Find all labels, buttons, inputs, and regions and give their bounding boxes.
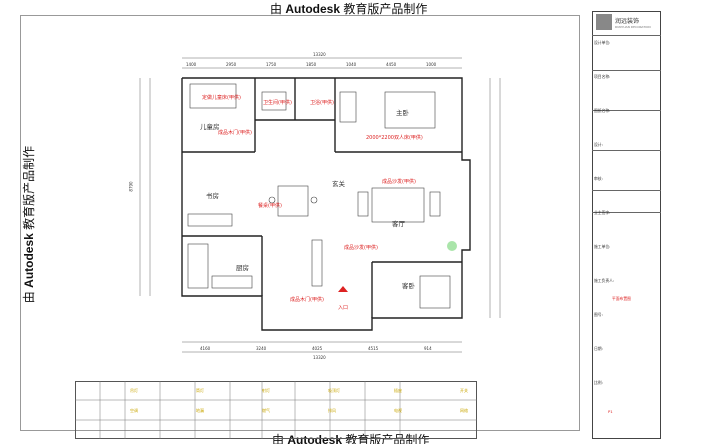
room-label: 主卧	[396, 109, 409, 117]
room-label: 成品木门(甲供)	[218, 130, 252, 136]
dim-overall-width-bottom: 13320	[313, 355, 326, 360]
room-label: 成品木门(甲供)	[290, 297, 324, 303]
room-label: 玄关	[332, 180, 345, 188]
legend-label: 吸顶灯	[328, 388, 340, 393]
dim-top-value: 1750	[266, 62, 277, 67]
room-label: 成品沙发(甲供)	[344, 245, 378, 251]
room-label: 书房	[206, 192, 219, 200]
legend-label: 燃气	[262, 408, 270, 413]
dim-top-value: 1850	[306, 62, 317, 67]
dim-top-value: 4450	[386, 62, 397, 67]
legend-table	[75, 381, 477, 439]
room-label: 2000*2200双人床(甲供)	[366, 135, 423, 141]
watermark-top: 由 Autodesk 教育版产品制作	[270, 2, 428, 16]
dim-top-value: 1000	[426, 62, 437, 67]
drawing-frame	[20, 15, 580, 431]
legend-label: 开关	[460, 388, 468, 393]
dim-top-value: 1400	[186, 62, 197, 67]
dim-overall-height: 8790	[128, 181, 134, 192]
room-label: 入口	[338, 305, 349, 311]
title-block-row: 施工单位:	[594, 244, 611, 249]
room-label: 卫生间(甲供)	[263, 100, 292, 106]
room-label: 客厅	[392, 220, 405, 228]
title-block-row: 业主签字:	[594, 210, 611, 215]
dim-bottom-value: 4160	[200, 346, 211, 351]
title-block-row: 设计单位:	[594, 40, 611, 45]
legend-label: 网络	[460, 408, 468, 413]
company-logo-icon	[596, 14, 612, 30]
dim-overall-width: 13320	[313, 52, 326, 57]
room-label: 儿童房	[200, 123, 220, 131]
dim-bottom-value: 3240	[256, 346, 267, 351]
dim-bottom-value: 914	[424, 346, 432, 351]
legend-label: 筒灯	[196, 388, 204, 393]
title-block-row: 图号:	[594, 312, 603, 317]
title-block-row: 施工负责人:	[594, 278, 615, 283]
title-block	[592, 11, 661, 439]
company-name: 润远装饰	[615, 18, 640, 25]
room-label: 定做儿童床(甲供)	[202, 95, 241, 101]
room-label: 成品沙发(甲供)	[382, 179, 416, 185]
legend-label: 空调	[130, 408, 138, 413]
title-block-row: 审核:	[594, 176, 603, 181]
legend-label: 电视	[394, 408, 402, 413]
legend-label: 插座	[394, 388, 402, 393]
title-block-row: 比例:	[594, 380, 603, 385]
legend-label: 射灯	[262, 388, 270, 393]
room-label: 餐桌(甲供)	[258, 203, 282, 209]
dim-top-value: 2950	[226, 62, 237, 67]
drawing-name-value: 平面布置图	[612, 296, 631, 301]
sheet-number: P1	[608, 409, 613, 414]
dim-bottom-value: 4515	[368, 346, 379, 351]
room-label: 卫浴(甲供)	[310, 100, 334, 106]
title-block-row: 项目名称:	[594, 74, 611, 79]
company-subtitle: RUNYUAN DECORATION	[615, 25, 651, 29]
legend-label: 地漏	[196, 408, 204, 413]
title-block-row: 设计:	[594, 142, 603, 147]
title-block-row: 日期:	[594, 346, 603, 351]
dim-bottom-value: 4025	[312, 346, 323, 351]
room-label: 厨房	[236, 264, 249, 272]
dim-top-value: 1040	[346, 62, 357, 67]
title-block-row: 图纸名称:	[594, 108, 611, 113]
legend-label: 吊灯	[130, 388, 138, 393]
room-label: 客卧	[402, 282, 415, 290]
legend-label: 排风	[328, 408, 336, 413]
